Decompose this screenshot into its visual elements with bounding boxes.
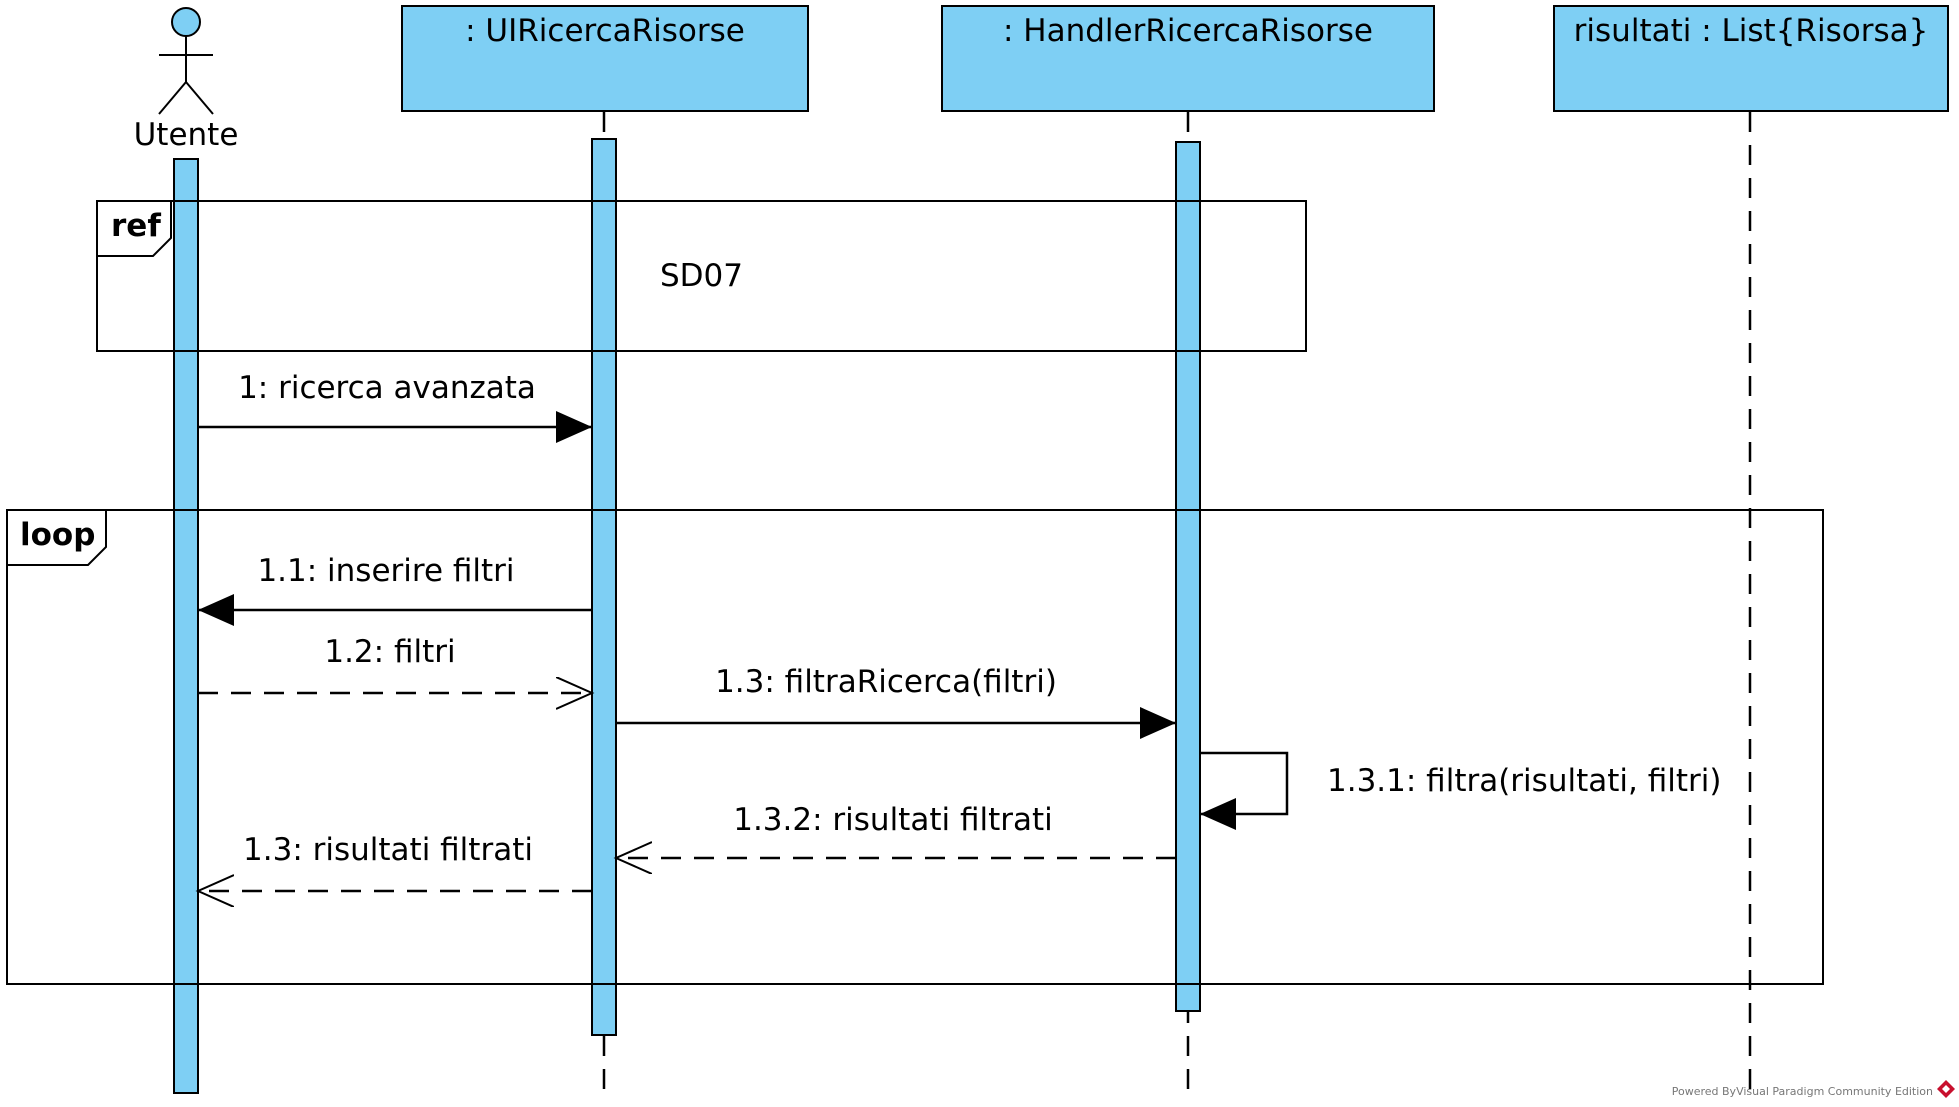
message-1-3-call: 1.3: filtraRicerca(filtri) xyxy=(616,664,1176,739)
participant-label: : UIRicercaRisorse xyxy=(465,13,745,49)
actor-head xyxy=(171,7,201,37)
message-1-3-reply: 1.3: risultati filtrati xyxy=(198,832,592,891)
actor-leg-right xyxy=(185,81,214,115)
activation-utente xyxy=(173,158,199,1094)
participant-label: risultati : List{Risorsa} xyxy=(1574,13,1929,49)
participant-label: : HandlerRicercaRisorse xyxy=(1003,13,1373,49)
loop-frame-tag: loop xyxy=(20,517,95,553)
message-1-2: 1.2: filtri xyxy=(198,634,592,693)
watermark-text: Powered ByVisual Paradigm Community Edit… xyxy=(1672,1085,1933,1098)
activation-handler xyxy=(1175,141,1201,1012)
loop-frame-border xyxy=(6,509,1824,985)
message-label: 1.3: risultati filtrati xyxy=(243,832,533,868)
loop-frame-tag-border xyxy=(7,510,107,566)
ref-frame: ref SD07 xyxy=(96,200,1307,352)
ref-frame-tag: ref xyxy=(111,208,161,244)
message-1: 1: ricerca avanzata xyxy=(198,370,592,443)
message-label: 1.3: filtraRicerca(filtri) xyxy=(715,664,1057,700)
participant-handler: : HandlerRicercaRisorse xyxy=(941,5,1435,112)
watermark: Powered ByVisual Paradigm Community Edit… xyxy=(1672,1080,1955,1098)
participant-list: risultati : List{Risorsa} xyxy=(1553,5,1949,112)
actor-name: Utente xyxy=(134,117,239,153)
message-label: 1.2: filtri xyxy=(324,634,455,670)
participant-box xyxy=(941,5,1435,112)
message-1-3-1-self: 1.3.1: filtra(risultati, filtri) xyxy=(1200,751,1721,830)
activation-ui xyxy=(591,138,617,1036)
message-1-1: 1.1: inserire filtri xyxy=(198,553,592,626)
message-arrow xyxy=(1200,751,1289,830)
participant-box xyxy=(401,5,809,112)
loop-frame: loop xyxy=(6,509,1824,985)
message-label: 1.3.2: risultati filtrati xyxy=(733,802,1053,838)
message-label: 1.3.1: filtra(risultati, filtri) xyxy=(1327,763,1721,799)
participant-ui: : UIRicercaRisorse xyxy=(401,5,809,112)
ref-frame-border xyxy=(96,200,1307,352)
participant-box xyxy=(1553,5,1949,112)
ref-frame-tag-border xyxy=(97,201,172,257)
actor-leg-left xyxy=(158,81,187,115)
visual-paradigm-logo-icon xyxy=(1937,1080,1955,1098)
actor-utente: Utente xyxy=(134,7,239,153)
ref-frame-content: SD07 xyxy=(660,258,743,294)
message-label: 1.1: inserire filtri xyxy=(257,553,514,589)
message-label: 1: ricerca avanzata xyxy=(238,370,536,406)
message-1-3-2: 1.3.2: risultati filtrati xyxy=(616,802,1176,858)
